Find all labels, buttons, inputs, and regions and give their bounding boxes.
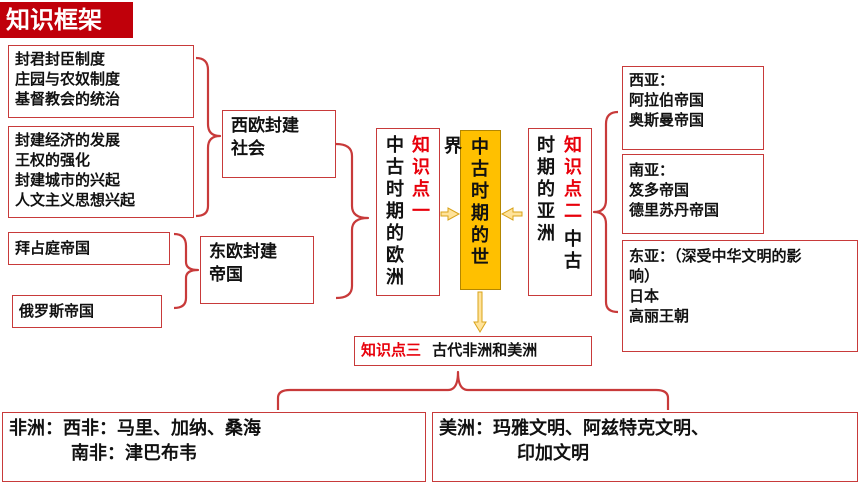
center-topic: 中古时期的世 [460, 130, 501, 290]
box-west-institutions: 封君封臣制度 庄园与农奴制度 基督教会的统治 [8, 45, 194, 118]
box-west-changes: 封建经济的发展 王权的强化 封建城市的兴起 人文主义思想兴起 [8, 126, 194, 218]
box-west-asia: 西亚： 阿拉伯帝国 奥斯曼帝国 [622, 66, 764, 150]
kp3-topic: 古代非洲和美洲 [432, 341, 538, 359]
knowledge-point-2: 时期的亚洲 知识点二 中古 [528, 128, 592, 296]
knowledge-point-3: 知识点三 古代非洲和美洲 [354, 336, 592, 366]
brace-west-europe [195, 56, 222, 218]
box-byzantine: 拜占庭帝国 [8, 232, 170, 265]
kp2-topic-a: 中古 [564, 229, 582, 272]
brace-east-europe [173, 232, 200, 310]
box-south-asia: 南亚： 笈多帝国 德里苏丹帝国 [622, 154, 764, 234]
box-africa: 非洲：西非：马里、加纳、桑海 南非：津巴布韦 [2, 412, 426, 482]
brace-bottom [276, 370, 670, 410]
kp1-topic: 中古时期的欧洲 [386, 135, 404, 288]
page-title: 知识框架 [0, 2, 133, 38]
kp3-label: 知识点三 [361, 341, 422, 359]
box-east-asia: 东亚：（深受中华文明的影 响） 日本 高丽王朝 [622, 240, 858, 352]
arrow-down [473, 291, 487, 333]
box-eastern-feudal: 东欧封建 帝国 [200, 236, 314, 304]
brace-asia [592, 110, 619, 314]
kp1-label: 知识点一 [412, 135, 430, 222]
arrow-right [500, 207, 523, 221]
knowledge-point-1: 中古时期的欧洲 知识点一 [376, 128, 440, 296]
box-america: 美洲：玛雅文明、阿兹特克文明、 印加文明 [432, 412, 858, 482]
center-overflow-char: 界 [444, 136, 462, 157]
brace-europe [335, 142, 370, 300]
kp2-topic-b: 时期的亚洲 [537, 135, 555, 244]
box-russia: 俄罗斯帝国 [12, 295, 162, 328]
kp2-label: 知识点二 [564, 135, 582, 222]
box-western-feudal: 西欧封建 社会 [222, 110, 336, 178]
arrow-left [440, 207, 461, 221]
